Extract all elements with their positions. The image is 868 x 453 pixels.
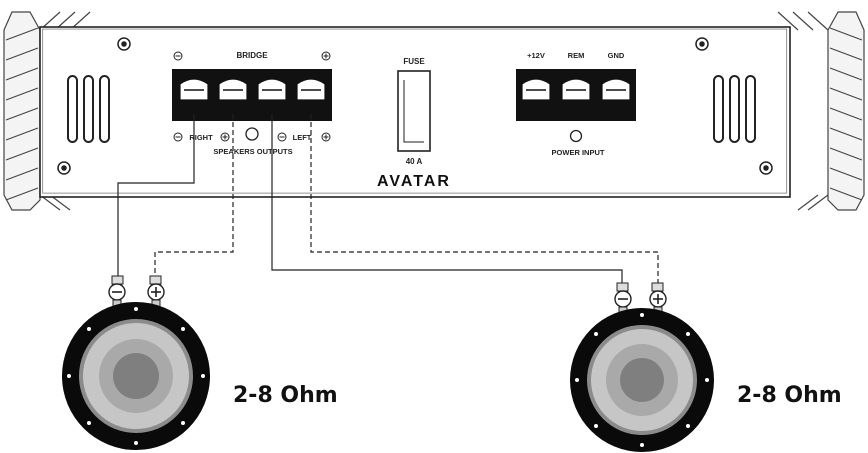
speaker-2-impedance: 2-8 Ohm [737, 383, 842, 408]
chassis-screw-icon [57, 37, 773, 175]
bridge-label: BRIDGE [236, 51, 268, 60]
speaker-1-minus-icon [108, 283, 126, 301]
speaker-1 [62, 275, 210, 450]
power-terminal-block [516, 69, 636, 121]
left-plus-icon [321, 132, 331, 142]
speaker-1-plus-icon [147, 283, 165, 301]
speakers-outputs-label: SPEAKERS OUTPUTS [213, 147, 292, 156]
left-heatsink-fins [3, 11, 91, 211]
fuse-rating: 40 A [406, 157, 423, 166]
speaker-2-minus-icon [614, 290, 632, 308]
power-terminal-rem: REM [568, 51, 585, 60]
left-channel-label: LEFT [293, 133, 312, 142]
speaker-terminal-block [172, 69, 332, 121]
power-led [569, 129, 583, 143]
left-minus-icon [277, 132, 287, 142]
power-terminal-12v: +12V [527, 51, 545, 60]
brand-logo: AVATAR [377, 173, 451, 190]
right-minus-icon [173, 132, 183, 142]
fuse-label: FUSE [403, 57, 425, 66]
power-terminal-gnd: GND [608, 51, 625, 60]
right-heatsink-fins [777, 11, 865, 211]
right-channel-label: RIGHT [189, 133, 213, 142]
fuse-holder [397, 70, 431, 152]
bridge-minus-icon [173, 51, 183, 61]
power-input-label: POWER INPUT [552, 148, 605, 157]
speaker-1-impedance: 2-8 Ohm [233, 383, 338, 408]
speaker-wires [117, 114, 659, 283]
speaker-2 [570, 282, 714, 452]
bridge-plus-icon [321, 51, 331, 61]
speaker-led [245, 127, 259, 141]
vent-slots [67, 75, 756, 143]
right-plus-icon [220, 132, 230, 142]
speaker-2-plus-icon [649, 290, 667, 308]
